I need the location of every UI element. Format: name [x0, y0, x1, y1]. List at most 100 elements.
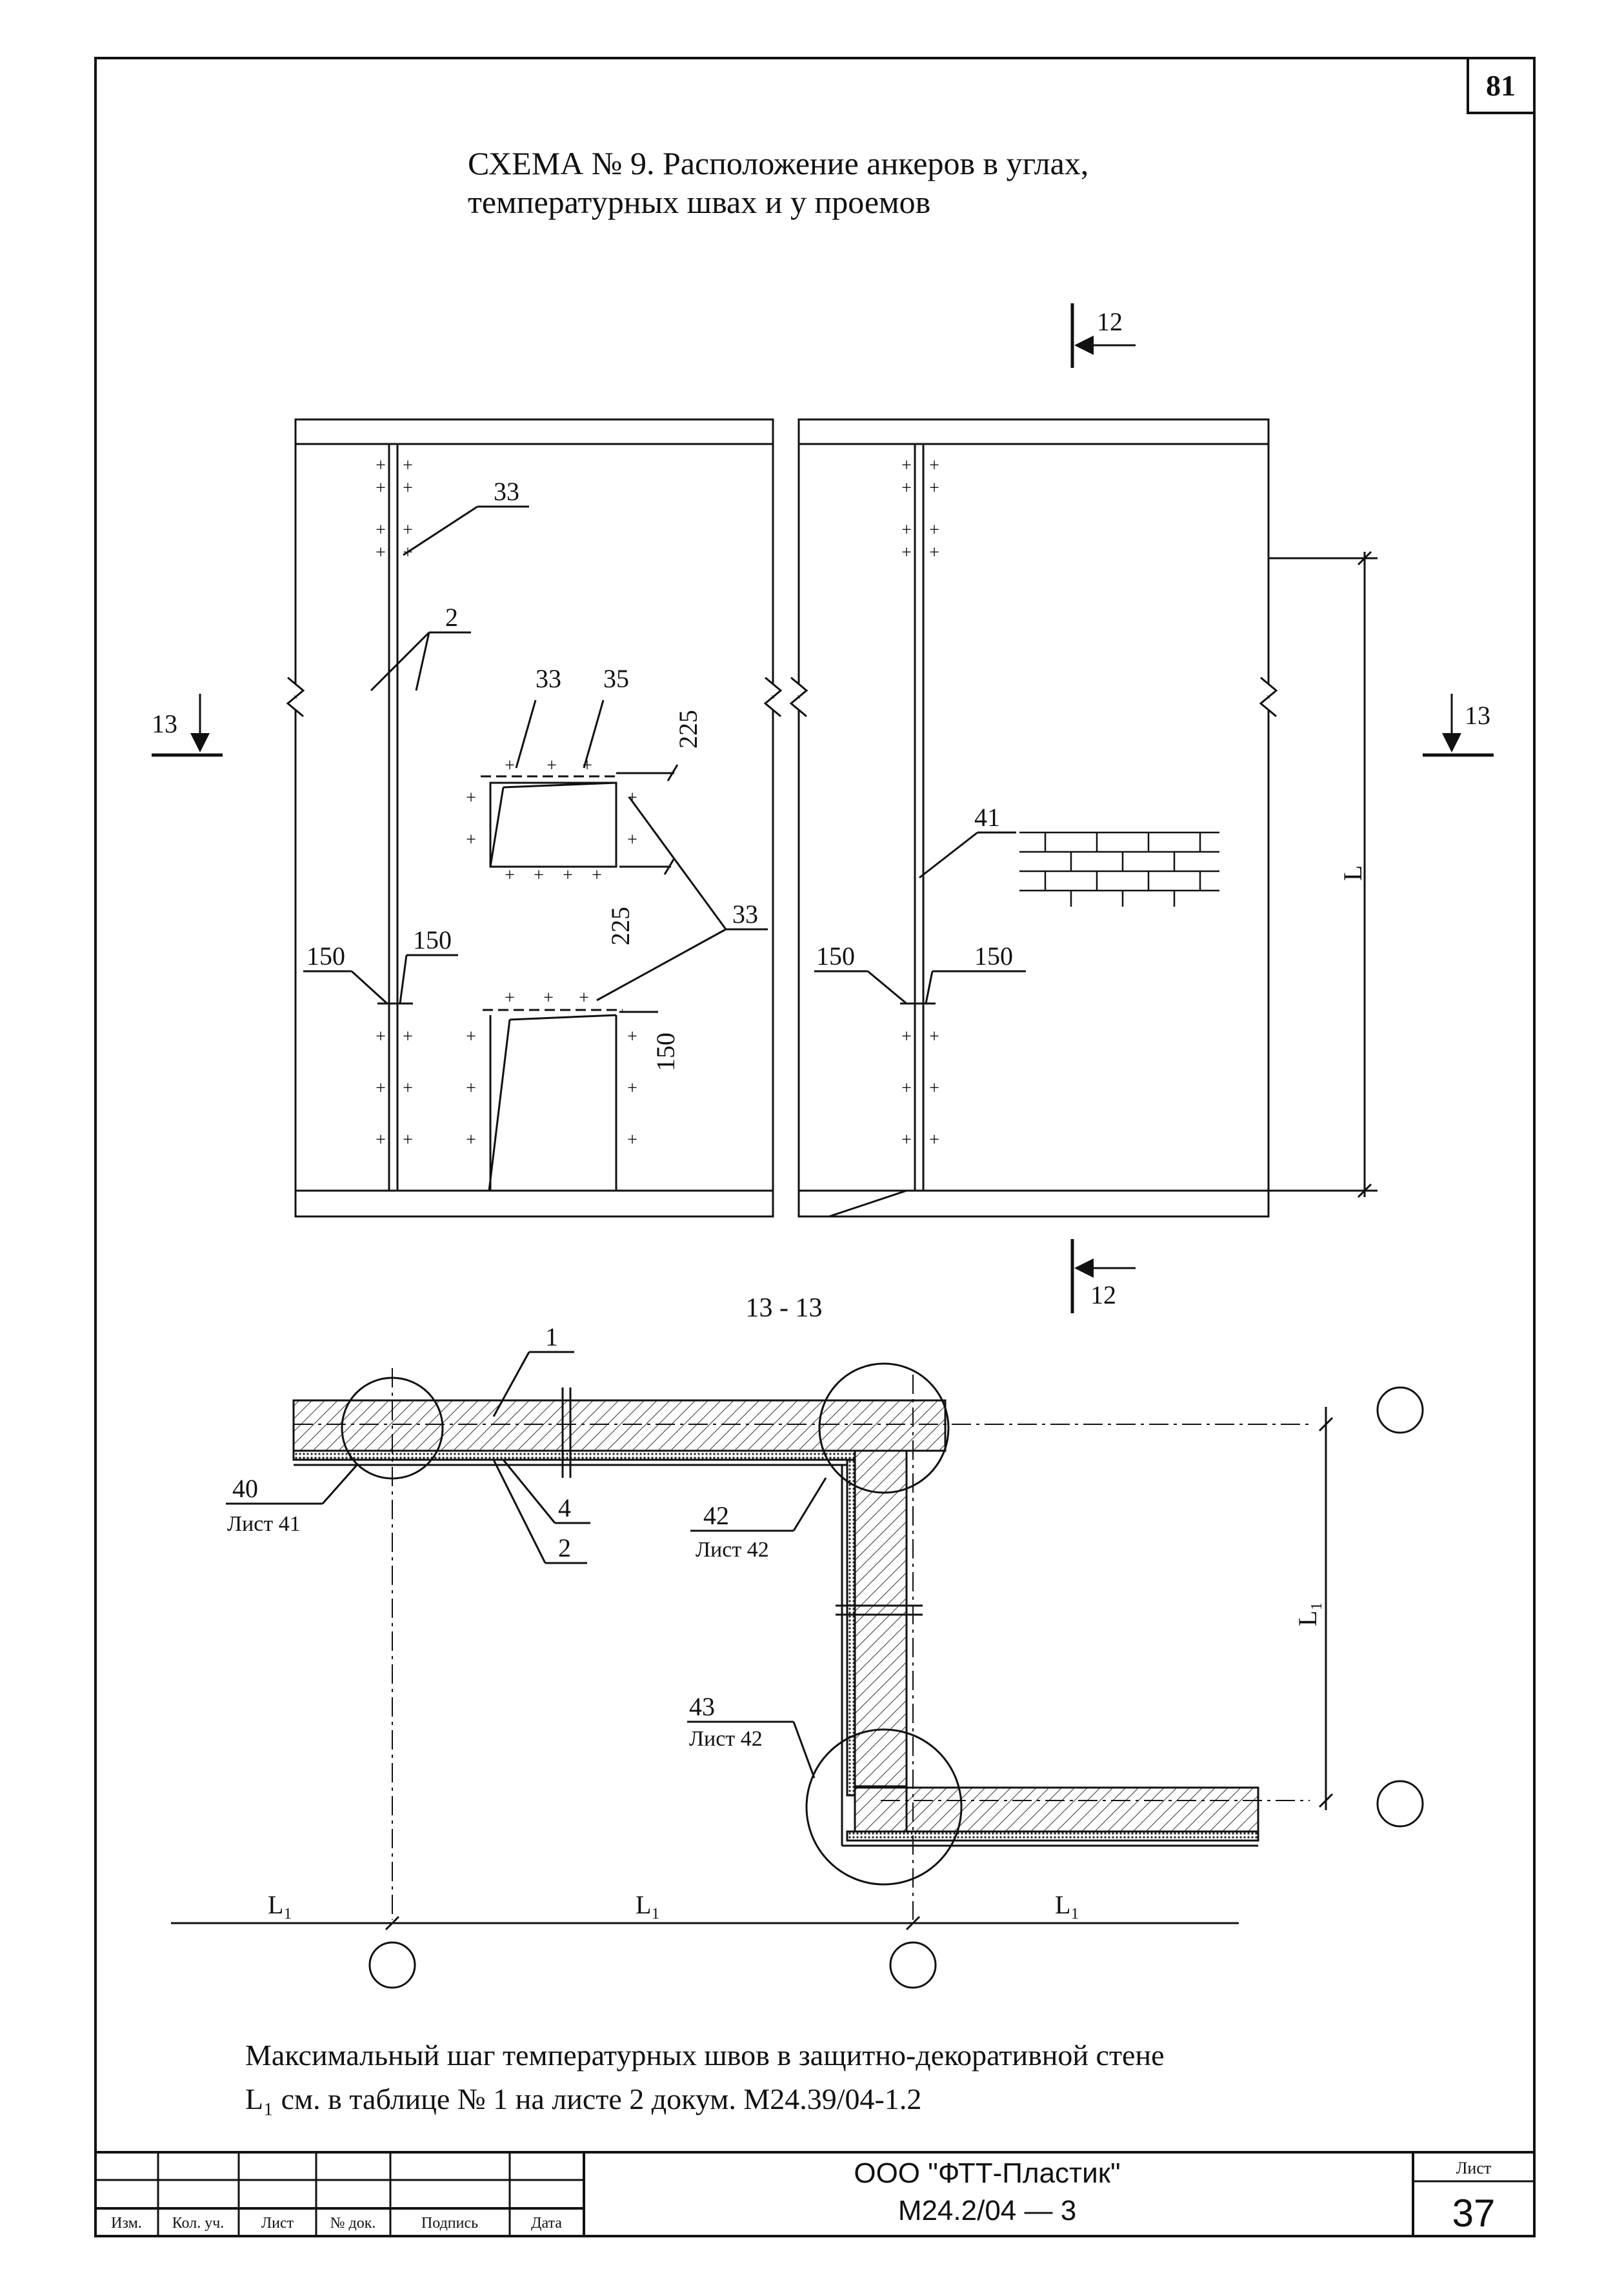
mark-40: 40	[232, 1474, 258, 1503]
tb-header-list: Лист	[261, 2215, 294, 2232]
dim-225a: 225	[674, 710, 703, 749]
tb-header-doc: № док.	[330, 2215, 376, 2232]
window-slope	[489, 787, 505, 867]
mark-2: 2	[445, 603, 458, 632]
svg-text:+: +	[627, 1027, 637, 1047]
leader-150-l2b	[399, 954, 408, 1004]
svg-text:+: +	[929, 520, 939, 540]
break-mark-mid-right	[789, 676, 808, 718]
leader-150-r2b	[925, 971, 934, 1004]
svg-text:+: +	[929, 456, 939, 476]
svg-text:+: +	[546, 756, 557, 776]
svg-text:+: +	[627, 1130, 637, 1150]
title-block-headers: Изм. Кол. уч. Лист № док. Подпись Дата	[111, 2215, 562, 2232]
svg-text:+: +	[582, 756, 592, 776]
leader-43	[792, 1721, 816, 1779]
break-mark-mid-left	[763, 676, 783, 718]
leader-2a	[370, 631, 430, 692]
tb-sheet-number: 37	[1452, 2192, 1496, 2235]
dim-225b: 225	[606, 907, 635, 945]
dim-L-tick-top	[1357, 550, 1372, 566]
tb-header-kol: Кол. уч.	[172, 2215, 225, 2232]
svg-text:+: +	[403, 1130, 413, 1150]
svg-text:+: +	[627, 830, 637, 850]
left-panel	[294, 418, 774, 1218]
tb-header-date: Дата	[531, 2215, 562, 2232]
mark-1: 1	[545, 1322, 558, 1351]
wall-bottom-dots	[846, 1830, 1259, 1842]
svg-text:+: +	[376, 520, 386, 540]
wall-vert-hatch	[854, 1449, 908, 1788]
leader-150-r1b	[867, 970, 907, 1005]
dim-L1-tick-2	[905, 1915, 921, 1931]
mark-4: 4	[558, 1493, 571, 1522]
wall-top-insulation	[292, 1449, 856, 1461]
wall-top-hatch	[292, 1399, 947, 1452]
svg-text:+: +	[627, 788, 637, 808]
mark-33c: 33	[732, 900, 758, 929]
svg-text:+: +	[376, 1078, 386, 1098]
tb-company: ООО "ФТТ-Пластик"	[854, 2157, 1120, 2189]
svg-text:+: +	[929, 1078, 939, 1098]
dim-L1-tick-1	[385, 1915, 400, 1931]
dim-L: L	[1338, 865, 1367, 881]
dim-150-r1: 150	[816, 942, 855, 971]
sec13-left-label: 13	[152, 709, 177, 738]
svg-text:+: +	[901, 1078, 912, 1098]
svg-text:+: +	[403, 520, 413, 540]
sec12-bottom-label: 12	[1090, 1280, 1116, 1309]
dim-L1-c: L₁	[1055, 1890, 1079, 1919]
brick-symbol	[1019, 831, 1219, 907]
window-slope-top	[503, 782, 617, 789]
svg-text:+: +	[376, 543, 386, 563]
title-block	[95, 2151, 1534, 2236]
axis-bubble-right-bottom	[1376, 1780, 1424, 1828]
svg-text:+: +	[901, 1027, 912, 1047]
leader-33a	[403, 505, 478, 556]
leader-4	[502, 1459, 556, 1524]
door-slope	[488, 1019, 511, 1191]
svg-text:+: +	[505, 865, 515, 885]
leader-40	[321, 1463, 359, 1504]
leader-35	[583, 700, 605, 769]
svg-text:+: +	[466, 1078, 476, 1098]
svg-text:+: +	[403, 456, 413, 476]
tb-sheet-label: Лист	[1456, 2159, 1491, 2177]
svg-text:+: +	[929, 478, 939, 498]
leader-150-l1b	[350, 970, 388, 1005]
svg-text:+: +	[466, 788, 476, 808]
leader-2b	[415, 632, 430, 691]
tb-doc-code: М24.2/04 — 3	[898, 2195, 1076, 2226]
svg-text:+: +	[505, 756, 515, 776]
svg-text:+: +	[929, 543, 939, 563]
svg-text:+: +	[376, 456, 386, 476]
tb-header-sign: Подпись	[421, 2215, 478, 2232]
svg-text:+: +	[466, 1130, 476, 1150]
svg-text:+: +	[376, 478, 386, 498]
svg-text:+: +	[563, 865, 573, 885]
svg-text:+: +	[901, 478, 912, 498]
section-view	[171, 1351, 1424, 1989]
svg-text:+: +	[929, 1027, 939, 1047]
svg-text:+: +	[901, 456, 912, 476]
mark-33a: 33	[494, 477, 519, 506]
page-number-box	[1467, 57, 1536, 114]
outer-frame	[94, 57, 1536, 2237]
dim-L1-a: L₁	[268, 1890, 292, 1919]
svg-text:+: +	[543, 988, 554, 1008]
leader-41	[919, 831, 978, 879]
door-slope-top	[509, 1014, 617, 1021]
note-line-1: Максимальный шаг температурных швов в за…	[245, 2039, 1165, 2072]
detail-circle-43	[805, 1728, 963, 1886]
leader-2	[492, 1459, 546, 1564]
svg-text:+: +	[403, 478, 413, 498]
window-opening	[489, 782, 617, 868]
leader-1	[492, 1351, 530, 1417]
dim-L1-tick-top	[1318, 1417, 1334, 1432]
axis-bubble-bottom-right	[889, 1941, 937, 1989]
svg-text:+: +	[403, 1078, 413, 1098]
page-number: 81	[1486, 69, 1516, 102]
svg-text:+: +	[901, 543, 912, 563]
dim-L1-b: L₁	[636, 1890, 660, 1919]
svg-text:+: +	[466, 830, 476, 850]
